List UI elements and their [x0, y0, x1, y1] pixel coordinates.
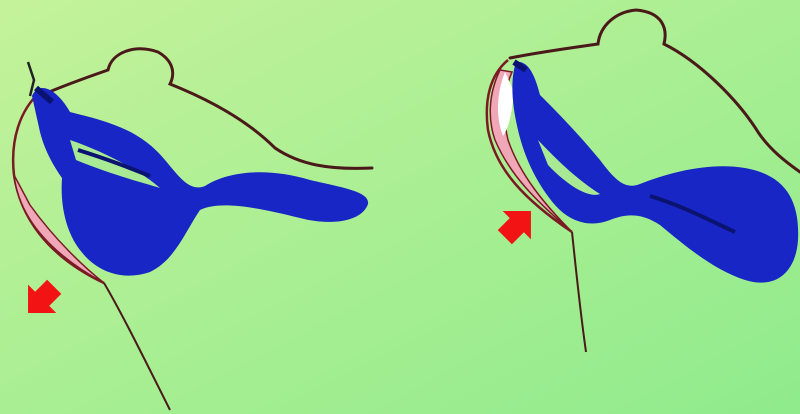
- diagram-canvas: [0, 0, 800, 414]
- vocal-tract-diagram: [0, 0, 800, 414]
